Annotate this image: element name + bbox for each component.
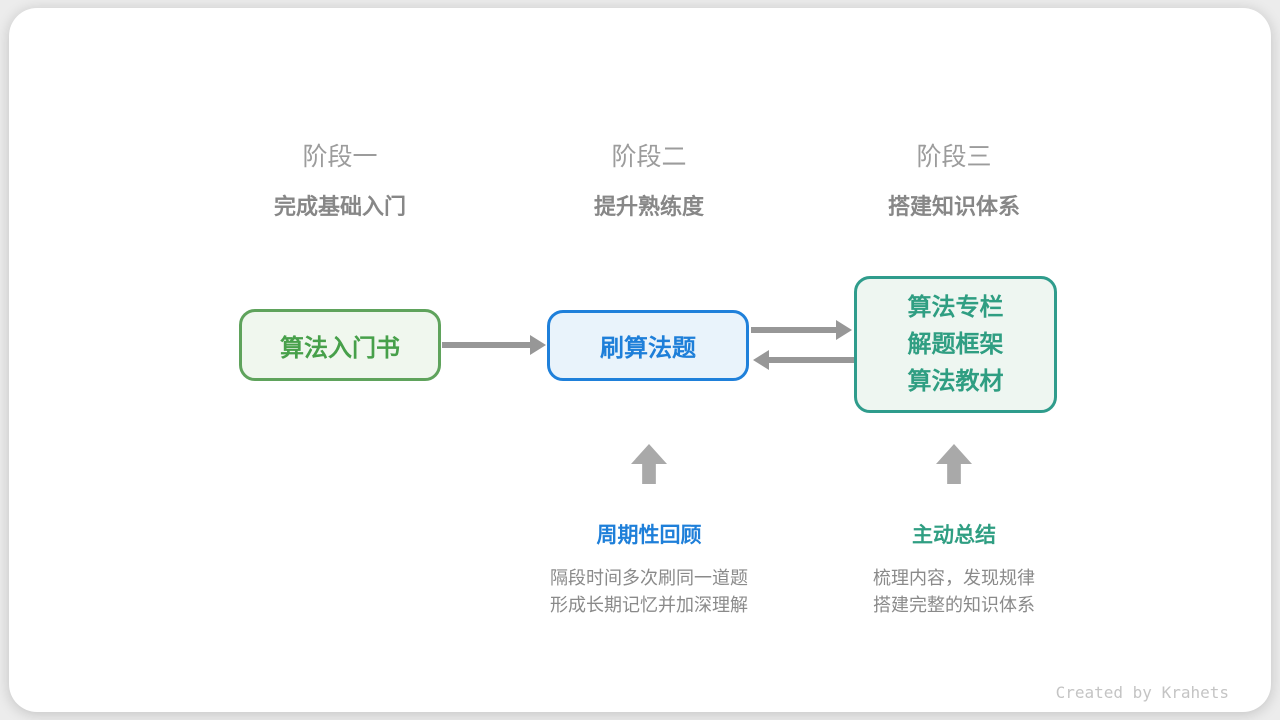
node-practice-label: 刷算法题 bbox=[600, 335, 696, 362]
stage-1-header: 阶段一 完成基础入门 bbox=[190, 137, 490, 221]
stage-2-subtitle: 提升熟练度 bbox=[593, 194, 704, 219]
node-resources-line-2: 解题框架 bbox=[907, 331, 1004, 358]
arrowhead-right-icon bbox=[836, 320, 852, 340]
review-title: 周期性回顾 bbox=[596, 524, 702, 547]
arrow-line bbox=[442, 342, 530, 348]
up-arrow-review-icon bbox=[631, 444, 667, 484]
summary-title: 主动总结 bbox=[912, 524, 996, 547]
node-resources-line-3: 算法教材 bbox=[907, 368, 1004, 395]
arrow-line bbox=[769, 357, 854, 363]
node-intro-book: 算法入门书 bbox=[239, 309, 441, 381]
arrow-practice-to-resources bbox=[751, 320, 852, 340]
stage-1-subtitle: 完成基础入门 bbox=[273, 194, 406, 219]
summary-desc-line-1: 梳理内容，发现规律 bbox=[873, 568, 1035, 588]
node-intro-book-label: 算法入门书 bbox=[280, 334, 400, 362]
stage-2-header: 阶段二 提升熟练度 bbox=[499, 137, 799, 221]
node-resources: 算法专栏 解题框架 算法教材 bbox=[854, 276, 1057, 413]
review-description: 隔段时间多次刷同一道题 形成长期记忆并加深理解 bbox=[479, 565, 819, 619]
arrowhead-left-icon bbox=[753, 350, 769, 370]
arrow-line bbox=[751, 327, 836, 333]
up-arrow-summary-icon bbox=[936, 444, 972, 484]
stage-2-label: 阶段二 bbox=[611, 143, 687, 171]
diagram-card: 阶段一 完成基础入门 阶段二 提升熟练度 阶段三 搭建知识体系 算法入门书 刷算… bbox=[9, 8, 1271, 712]
arrow-resources-to-practice bbox=[753, 350, 854, 370]
stage-3-subtitle: 搭建知识体系 bbox=[887, 194, 1020, 219]
stage-1-label: 阶段一 bbox=[302, 143, 378, 171]
summary-description: 梳理内容，发现规律 搭建完整的知识体系 bbox=[784, 565, 1124, 619]
summary-desc-line-2: 搭建完整的知识体系 bbox=[873, 595, 1035, 615]
node-resources-line-1: 算法专栏 bbox=[907, 294, 1004, 321]
arrowhead-right-icon bbox=[530, 335, 546, 355]
stage-3-header: 阶段三 搭建知识体系 bbox=[804, 137, 1104, 221]
stage-3-label: 阶段三 bbox=[916, 143, 992, 171]
credit-text: Created by Krahets bbox=[1055, 683, 1229, 702]
node-practice: 刷算法题 bbox=[547, 310, 749, 381]
arrow-intro-to-practice bbox=[442, 335, 546, 355]
review-desc-line-2: 形成长期记忆并加深理解 bbox=[550, 595, 748, 615]
review-desc-line-1: 隔段时间多次刷同一道题 bbox=[550, 568, 748, 588]
